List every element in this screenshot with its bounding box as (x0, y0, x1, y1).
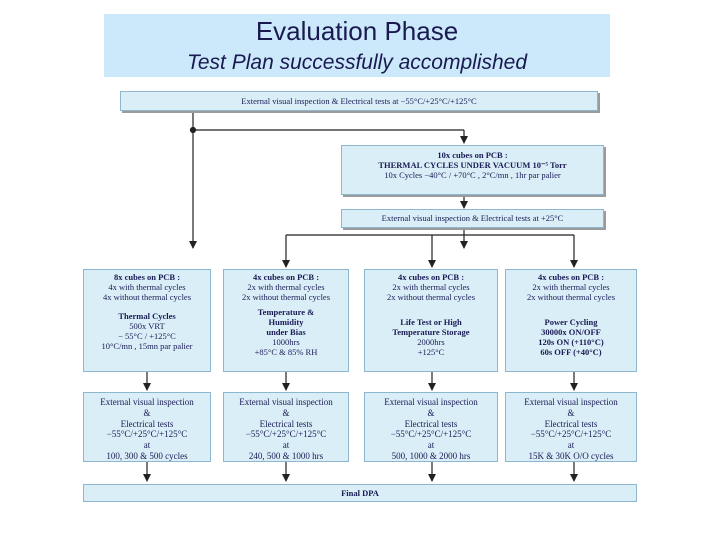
test-box-power-cycling: 4x cubes on PCB : 2x with thermal cycles… (505, 269, 637, 372)
page-subtitle: Test Plan successfully accomplished (186, 51, 528, 74)
inspection-box-4: External visual inspection & Electrical … (505, 392, 637, 462)
test-box-line: 500x VRT (129, 320, 165, 331)
test-box-line: 120s ON (+110°C) (538, 336, 604, 347)
inspection-line: −55°C/+25°C/+125°C (530, 429, 612, 440)
test-box-line: +85°C & 85% RH (254, 347, 318, 358)
inspection-line: External visual inspection (100, 397, 194, 407)
inspection-line: External visual inspection (384, 397, 478, 407)
test-box-line: Power Cycling (544, 316, 598, 327)
inspection-box-2: External visual inspection & Electrical … (223, 392, 349, 462)
test-box-sub: 2x without thermal cycles (241, 292, 331, 303)
vacuum-box-condition: THERMAL CYCLES UNDER VACUUM 10⁻⁵ Torr (378, 160, 567, 171)
test-box-line: 2000hrs (417, 336, 445, 347)
inspection-line: at (143, 440, 151, 451)
final-dpa-box: Final DPA (83, 484, 637, 502)
test-box-line: under Bias (266, 326, 306, 337)
test-box-sub: 2x without thermal cycles (526, 292, 616, 303)
vacuum-box-title: 10x cubes on PCB : (437, 150, 508, 160)
inspection-line: & (567, 407, 575, 418)
test-box-sub: 4x with thermal cycles (108, 282, 186, 293)
test-box-life-test: 4x cubes on PCB : 2x with thermal cycles… (364, 269, 498, 372)
test-box-title: 4x cubes on PCB : (252, 272, 320, 282)
test-box-title: 8x cubes on PCB : (113, 272, 181, 282)
inspection-line: 240, 500 & 1000 hrs (248, 450, 324, 461)
test-box-sub: 4x without thermal cycles (102, 292, 192, 303)
inspection-line: −55°C/+25°C/+125°C (245, 429, 327, 440)
inspection-line: & (427, 407, 435, 418)
test-box-sub: 2x with thermal cycles (392, 282, 470, 293)
vacuum-box-cycles: 10x Cycles −40°C / +70°C , 2°C/mn , 1hr … (384, 170, 561, 181)
test-box-line: Life Test or High (400, 316, 462, 327)
inspection-line: 15K & 30K O/O cycles (528, 450, 614, 461)
inspection-line: External visual inspection (524, 397, 618, 407)
inspection-line: at (567, 440, 575, 451)
inspection-line: −55°C/+25°C/+125°C (106, 429, 188, 440)
inspection-line: at (282, 440, 290, 451)
inspection-line: 100, 300 & 500 cycles (106, 450, 188, 461)
initial-inspection-text: External visual inspection & Electrical … (241, 96, 477, 106)
test-box-line: − 55°C / +125°C (118, 330, 176, 341)
test-box-line: 60s OFF (+40°C) (540, 347, 602, 358)
inspection-line: −55°C/+25°C/+125°C (390, 429, 472, 440)
inspection-line: 500, 1000 & 2000 hrs (391, 450, 471, 461)
test-box-humidity: 4x cubes on PCB : 2x with thermal cycles… (223, 269, 349, 372)
test-box-line: 10°C/mn , 15mn par palier (101, 341, 193, 352)
inspection-line: Electrical tests (404, 418, 458, 429)
test-box-line: Humidity (268, 316, 304, 327)
test-box-title: 4x cubes on PCB : (537, 272, 605, 282)
test-box-line: Thermal Cycles (118, 310, 176, 321)
test-box-sub: 2x without thermal cycles (386, 292, 476, 303)
test-box-sub: 2x with thermal cycles (247, 282, 325, 293)
test-box-line: Temperature Storage (392, 326, 470, 337)
inspection-line: Electrical tests (120, 418, 174, 429)
inspection-line: & (282, 407, 290, 418)
inspection-25c-box: External visual inspection & Electrical … (341, 209, 604, 228)
test-box-line: +125°C (417, 347, 445, 358)
vacuum-thermal-cycles-box: 10x cubes on PCB : THERMAL CYCLES UNDER … (341, 145, 604, 195)
inspection-line: at (427, 440, 435, 451)
final-dpa-text: Final DPA (341, 488, 379, 498)
inspection-line: Electrical tests (544, 418, 598, 429)
inspection-box-3: External visual inspection & Electrical … (364, 392, 498, 462)
inspection-line: Electrical tests (259, 418, 313, 429)
page-title: Evaluation Phase (255, 16, 459, 46)
test-box-title: 4x cubes on PCB : (397, 272, 465, 282)
test-box-line: Temperature & (257, 306, 315, 317)
title-banner: Evaluation Phase Test Plan successfully … (104, 14, 610, 77)
inspection-box-1: External visual inspection & Electrical … (83, 392, 211, 462)
test-box-line: 1000hrs (272, 337, 300, 348)
test-box-thermal-cycles: 8x cubes on PCB : 4x with thermal cycles… (83, 269, 211, 372)
inspection-line: & (143, 407, 151, 418)
test-box-sub: 2x with thermal cycles (532, 282, 610, 293)
initial-inspection-box: External visual inspection & Electrical … (120, 91, 598, 111)
inspection-line: External visual inspection (239, 397, 333, 407)
test-box-line: 30000x ON/OFF (541, 326, 601, 337)
inspection-25c-text: External visual inspection & Electrical … (381, 213, 564, 223)
